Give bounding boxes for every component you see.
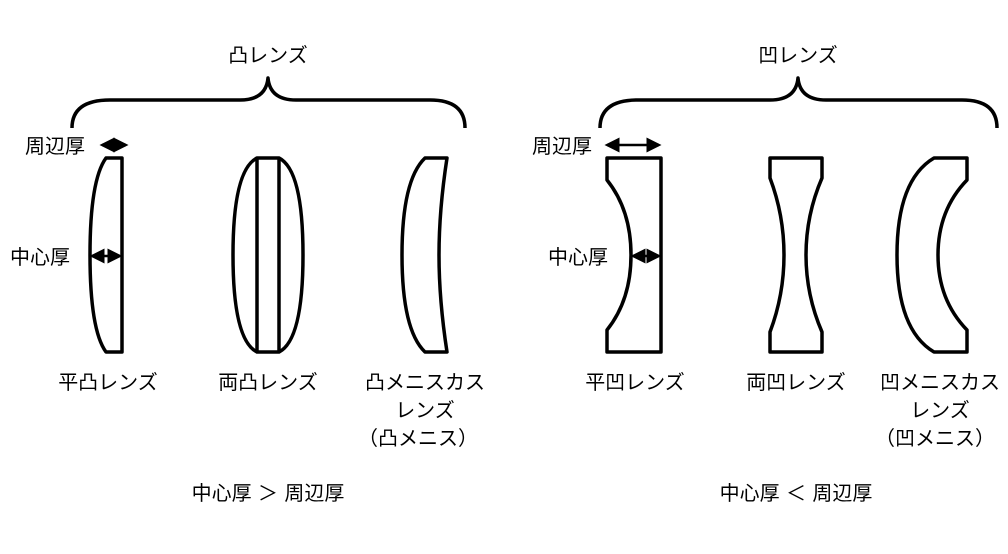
convex-edge-thickness-label: 周辺厚 xyxy=(25,134,85,158)
convex-meniscus-label-3: （凸メニス） xyxy=(358,426,478,450)
concave-edge-thickness-label: 周辺厚 xyxy=(532,134,592,158)
convex-relation: 中心厚 ＞ 周辺厚 xyxy=(192,481,345,505)
plano-convex-label: 平凸レンズ xyxy=(58,370,158,394)
concave-meniscus-label-2: レンズ xyxy=(910,398,970,422)
concave-meniscus-label-3: （凹メニス） xyxy=(875,426,995,450)
convex-center-thickness-label: 中心厚 xyxy=(10,245,70,269)
convex-title: 凸レンズ xyxy=(228,43,308,67)
plano-concave-lens xyxy=(605,156,663,354)
convex-meniscus-label-2: レンズ xyxy=(395,398,455,422)
biconcave-lens xyxy=(768,156,824,354)
concave-center-thickness-label: 中心厚 xyxy=(548,245,608,269)
concave-brace xyxy=(598,76,999,129)
concave-relation: 中心厚 ＜ 周辺厚 xyxy=(720,481,873,505)
convex-meniscus-lens xyxy=(400,156,449,354)
concave-meniscus-lens xyxy=(895,156,969,354)
concave-meniscus-label-1: 凹メニスカス xyxy=(880,370,1000,394)
plano-concave-label: 平凹レンズ xyxy=(585,370,685,394)
biconvex-label: 両凸レンズ xyxy=(218,370,318,394)
plano-convex-lens xyxy=(88,156,124,354)
concave-title: 凹レンズ xyxy=(758,43,838,67)
biconvex-lens xyxy=(231,156,305,354)
biconcave-label: 両凹レンズ xyxy=(746,370,846,394)
convex-brace xyxy=(70,76,467,129)
convex-meniscus-label-1: 凸メニスカス xyxy=(365,370,485,394)
